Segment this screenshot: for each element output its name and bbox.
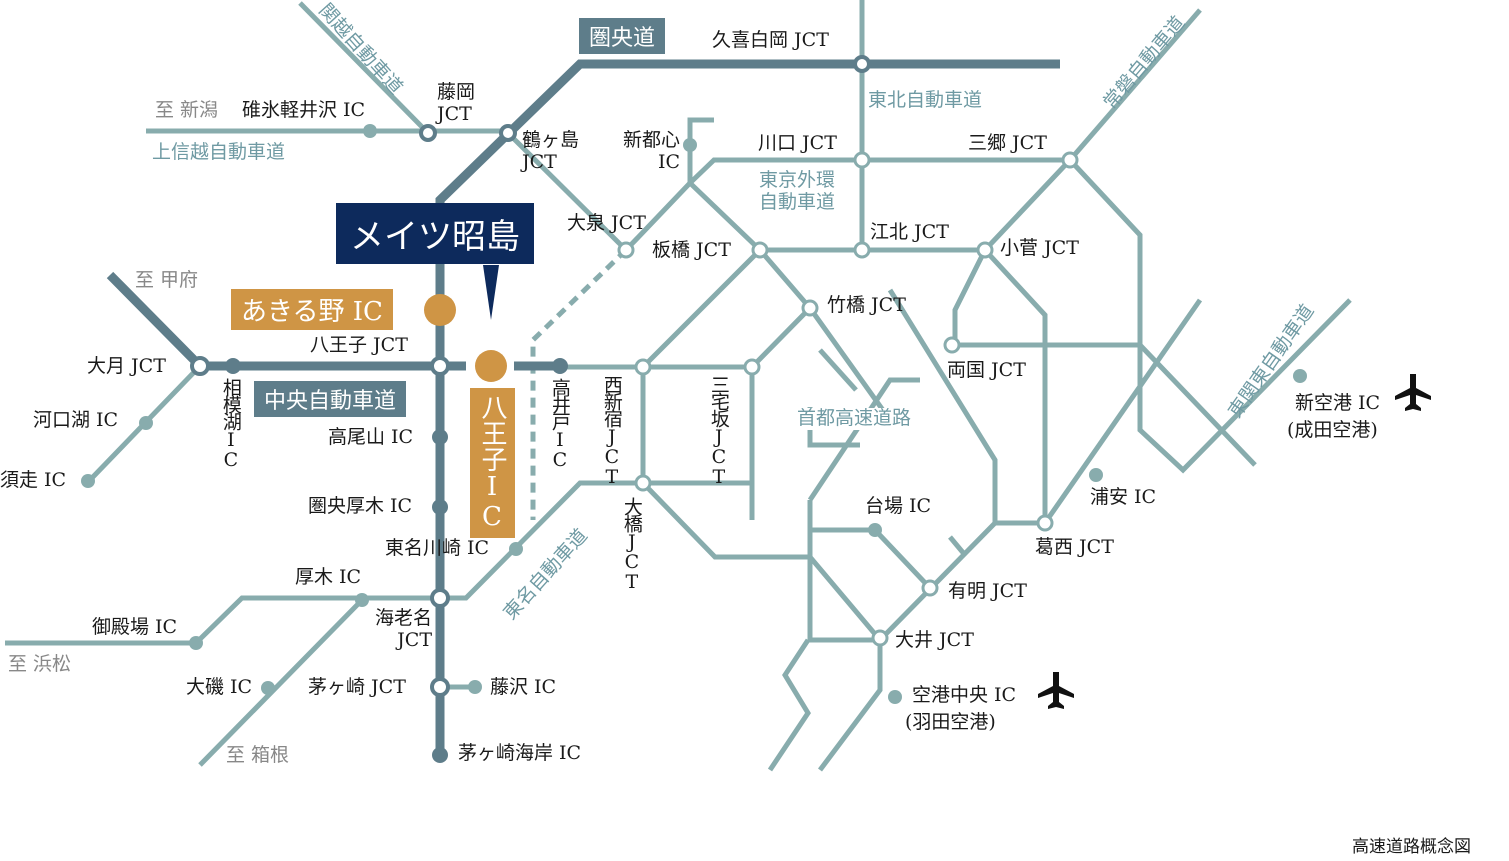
node-label: 小菅 JCT bbox=[1000, 237, 1079, 259]
ic-markers bbox=[81, 124, 1307, 704]
road-label: 首都高速道路 bbox=[797, 407, 912, 430]
node-label: 新都心IC bbox=[622, 129, 680, 173]
junction-markers bbox=[190, 55, 871, 697]
node-label: 高井戸IC bbox=[548, 378, 571, 469]
node-label: 高尾山 IC bbox=[328, 426, 414, 448]
node-label: 大橋JCT bbox=[620, 497, 643, 591]
node-label: 葛西 JCT bbox=[1035, 536, 1114, 558]
node-label: 台場 IC bbox=[865, 495, 932, 517]
node-label: 圏央厚木 IC bbox=[308, 495, 413, 517]
chuo-road-label: 中央自動車道 bbox=[254, 381, 407, 417]
akiruno-station-label: あきる野 IC bbox=[231, 289, 393, 330]
node-label: 大泉 JCT bbox=[567, 212, 646, 234]
node-label: 須走 IC bbox=[0, 469, 67, 491]
node-label: 相模湖IC bbox=[219, 378, 242, 469]
kenodo-road-label: 圏央道 bbox=[579, 18, 666, 54]
node-label: 川口 JCT bbox=[758, 132, 837, 154]
direction-label: 至 箱根 bbox=[226, 744, 290, 766]
node-label: 三宅坂JCT bbox=[707, 375, 730, 486]
node-label: 大月 JCT bbox=[87, 355, 166, 377]
node-label: 板橋 JCT bbox=[652, 239, 731, 261]
node-label: 有明 JCT bbox=[948, 580, 1027, 602]
node-label: 三郷 JCT bbox=[968, 132, 1047, 154]
node-label: 茅ヶ崎海岸 IC bbox=[458, 742, 582, 764]
node-label: 東名川崎 IC bbox=[385, 537, 490, 559]
node-label: 大磯 IC bbox=[186, 676, 253, 698]
node-label: 茅ヶ崎 JCT bbox=[308, 676, 406, 698]
road-label: 東北自動車道 bbox=[868, 89, 983, 111]
node-label: 新空港 IC bbox=[1295, 392, 1381, 414]
node-label: 久喜白岡 JCT bbox=[712, 29, 829, 51]
node-label: 厚木 IC bbox=[295, 566, 362, 588]
node-label: 御殿場 IC bbox=[92, 616, 178, 638]
direction-label: 至 甲府 bbox=[135, 269, 199, 291]
node-label: 西新宿JCT bbox=[600, 375, 623, 486]
direction-label: 至 新潟 bbox=[155, 99, 219, 121]
road-label: 上信越自動車道 bbox=[152, 141, 286, 163]
map-caption: 高速道路概念図 bbox=[1352, 837, 1471, 857]
node-label: 空港中央 IC bbox=[912, 684, 1017, 706]
node-label: (羽田空港) bbox=[905, 711, 996, 733]
property-label: メイツ昭島 bbox=[336, 203, 534, 264]
node-label: 竹橋 JCT bbox=[827, 294, 906, 316]
node-label: 藤岡JCT bbox=[437, 81, 476, 125]
road-label: 東京外環自動車道 bbox=[758, 169, 835, 213]
node-label: 藤沢 IC bbox=[490, 676, 557, 698]
callout-pointer bbox=[483, 265, 499, 320]
node-label: 八王子 JCT bbox=[310, 334, 408, 356]
node-label: 河口湖 IC bbox=[33, 409, 119, 431]
node-label: 海老名JCT bbox=[374, 607, 432, 651]
node-label: (成田空港) bbox=[1287, 419, 1378, 441]
direction-label: 至 浜松 bbox=[8, 653, 72, 675]
node-label: 大井 JCT bbox=[895, 629, 974, 651]
node-label: 江北 JCT bbox=[870, 221, 949, 243]
hachioji-station-label: 八王子IC bbox=[470, 388, 515, 538]
node-label: 浦安 IC bbox=[1090, 486, 1157, 508]
node-label: 鶴ヶ島JCT bbox=[522, 129, 580, 173]
station-markers bbox=[424, 294, 507, 382]
airplane-icon bbox=[1038, 672, 1074, 709]
node-label: 両国 JCT bbox=[947, 359, 1026, 381]
node-label: 碓氷軽井沢 IC bbox=[242, 99, 366, 121]
airplane-icon bbox=[1395, 374, 1431, 411]
